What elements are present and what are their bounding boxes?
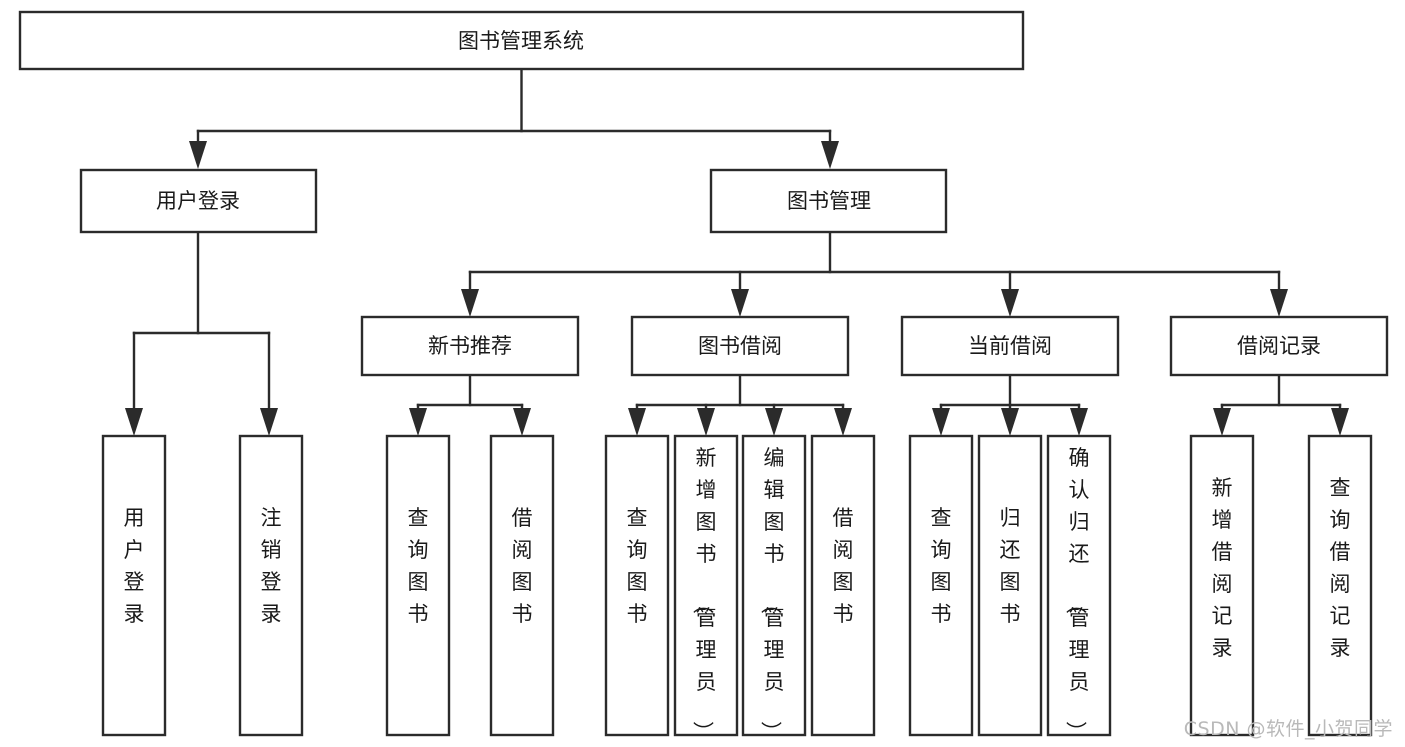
connector-group-new-book: [409, 373, 531, 436]
arrow-head-leaf-book-borrow-1: [628, 408, 646, 436]
arrow-head-user-login: [189, 141, 207, 169]
arrow-head-leaf-book-borrow-2: [697, 408, 715, 436]
leaf-node[interactable]: 用户登录: [101, 434, 167, 737]
leaf-bb-edit-book-label: 编辑图书（管理员）: [759, 446, 785, 742]
leaf-node[interactable]: 查询图书: [385, 434, 451, 737]
leaf-bb-query-book-box[interactable]: [604, 434, 670, 737]
arrow-head-leaf-borrow-record-1: [1213, 408, 1231, 436]
leaf-nb-borrow-book-label: 借阅图书: [512, 506, 533, 626]
node-new-book-recommend[interactable]: 新书推荐: [360, 315, 580, 377]
connector-group-book-mgmt: [461, 231, 1288, 317]
node-book-borrow[interactable]: 图书借阅: [630, 315, 850, 377]
node-book-management-label: 图书管理: [787, 189, 871, 213]
leaf-cb-return-book-box[interactable]: [977, 434, 1043, 737]
node-user-login-label: 用户登录: [156, 189, 240, 213]
node-borrow-record-label: 借阅记录: [1237, 334, 1321, 358]
node-new-book-recommend-box[interactable]: [360, 315, 580, 377]
arrow-head-leaf-user-login-1: [125, 408, 143, 436]
leaf-bb-add-book-box[interactable]: [673, 434, 739, 737]
connector-group-root: [189, 67, 839, 169]
node-new-book-recommend-label: 新书推荐: [428, 334, 512, 358]
node-borrow-record-box[interactable]: [1169, 315, 1389, 377]
arrow-head-borrow-record: [1270, 289, 1288, 317]
node-borrow-record[interactable]: 借阅记录: [1169, 315, 1389, 377]
leaf-nb-query-book-label: 查询图书: [408, 506, 429, 626]
node-current-borrow-box[interactable]: [900, 315, 1120, 377]
node-user-login[interactable]: 用户登录: [79, 168, 318, 234]
node-book-management[interactable]: 图书管理: [709, 168, 948, 234]
node-root-box[interactable]: [18, 10, 1025, 71]
leaf-br-query-record-label: 查询借阅记录: [1330, 476, 1351, 660]
arrow-head-book-mgmt: [821, 141, 839, 169]
leaf-cb-return-book-label: 归还图书: [1000, 506, 1021, 626]
arrow-head-leaf-borrow-record-2: [1331, 408, 1349, 436]
leaf-bb-edit-book-box[interactable]: [741, 434, 807, 737]
leaf-nb-query-book-box[interactable]: [385, 434, 451, 737]
connector-group-current-borrow: [932, 373, 1088, 436]
node-book-borrow-label: 图书借阅: [698, 334, 782, 358]
arrow-head-leaf-book-borrow-4: [834, 408, 852, 436]
leaf-br-query-record-box[interactable]: [1307, 434, 1373, 737]
arrow-head-leaf-current-borrow-3: [1070, 408, 1088, 436]
node-current-borrow[interactable]: 当前借阅: [900, 315, 1120, 377]
leaf-node[interactable]: 借阅图书: [489, 434, 555, 737]
leaf-node[interactable]: 注销登录: [238, 434, 304, 737]
arrow-head-leaf-current-borrow-2: [1001, 408, 1019, 436]
leaf-node[interactable]: 查询图书: [908, 434, 974, 737]
leaf-node[interactable]: 查询图书: [604, 434, 670, 737]
leaf-br-add-record-box[interactable]: [1189, 434, 1255, 737]
leaf-node[interactable]: 新增图书（管理员）: [673, 434, 739, 742]
connector-group-book-borrow: [628, 373, 852, 436]
leaf-cb-query-book-label: 查询图书: [931, 506, 952, 626]
leaf-nb-borrow-book-box[interactable]: [489, 434, 555, 737]
leaf-bb-borrow-book-box[interactable]: [810, 434, 876, 737]
leaf-node[interactable]: 归还图书: [977, 434, 1043, 737]
arrow-head-book-borrow: [731, 289, 749, 317]
leaf-cb-confirm-return-box[interactable]: [1046, 434, 1112, 737]
arrow-head-leaf-user-login-2: [260, 408, 278, 436]
leaf-user-login-label: 用户登录: [124, 506, 145, 626]
node-book-borrow-box[interactable]: [630, 315, 850, 377]
node-book-management-box[interactable]: [709, 168, 948, 234]
connector-group-borrow-record: [1213, 373, 1349, 436]
leaf-user-login-box[interactable]: [101, 434, 167, 737]
leaf-bb-borrow-book-label: 借阅图书: [833, 506, 854, 626]
node-user-login-box[interactable]: [79, 168, 318, 234]
leaf-br-add-record-label: 新增借阅记录: [1212, 476, 1233, 660]
connector-group-user-login: [125, 231, 278, 436]
arrow-head-leaf-book-borrow-3: [765, 408, 783, 436]
arrow-head-leaf-current-borrow-1: [932, 408, 950, 436]
node-current-borrow-label: 当前借阅: [968, 334, 1052, 358]
leaf-logout-box[interactable]: [238, 434, 304, 737]
leaf-bb-add-book-label: 新增图书（管理员）: [691, 446, 717, 742]
node-root-label: 图书管理系统: [458, 29, 584, 53]
leaf-node[interactable]: 查询借阅记录: [1307, 434, 1373, 737]
node-root-book-management-system[interactable]: 图书管理系统: [18, 10, 1025, 71]
leaf-node[interactable]: 新增借阅记录: [1189, 434, 1255, 737]
arrow-head-current-borrow: [1001, 289, 1019, 317]
leaf-bb-query-book-label: 查询图书: [627, 506, 648, 626]
leaf-cb-confirm-return-label: 确认归还（管理员）: [1064, 446, 1090, 742]
leaf-logout-label: 注销登录: [261, 506, 282, 626]
leaf-node[interactable]: 借阅图书: [810, 434, 876, 737]
leaf-cb-query-book-box[interactable]: [908, 434, 974, 737]
arrow-head-leaf-new-book-1: [409, 408, 427, 436]
arrow-head-leaf-new-book-2: [513, 408, 531, 436]
leaf-node[interactable]: 确认归还（管理员）: [1046, 434, 1112, 742]
arrow-head-new-book: [461, 289, 479, 317]
leaf-node[interactable]: 编辑图书（管理员）: [741, 434, 807, 742]
